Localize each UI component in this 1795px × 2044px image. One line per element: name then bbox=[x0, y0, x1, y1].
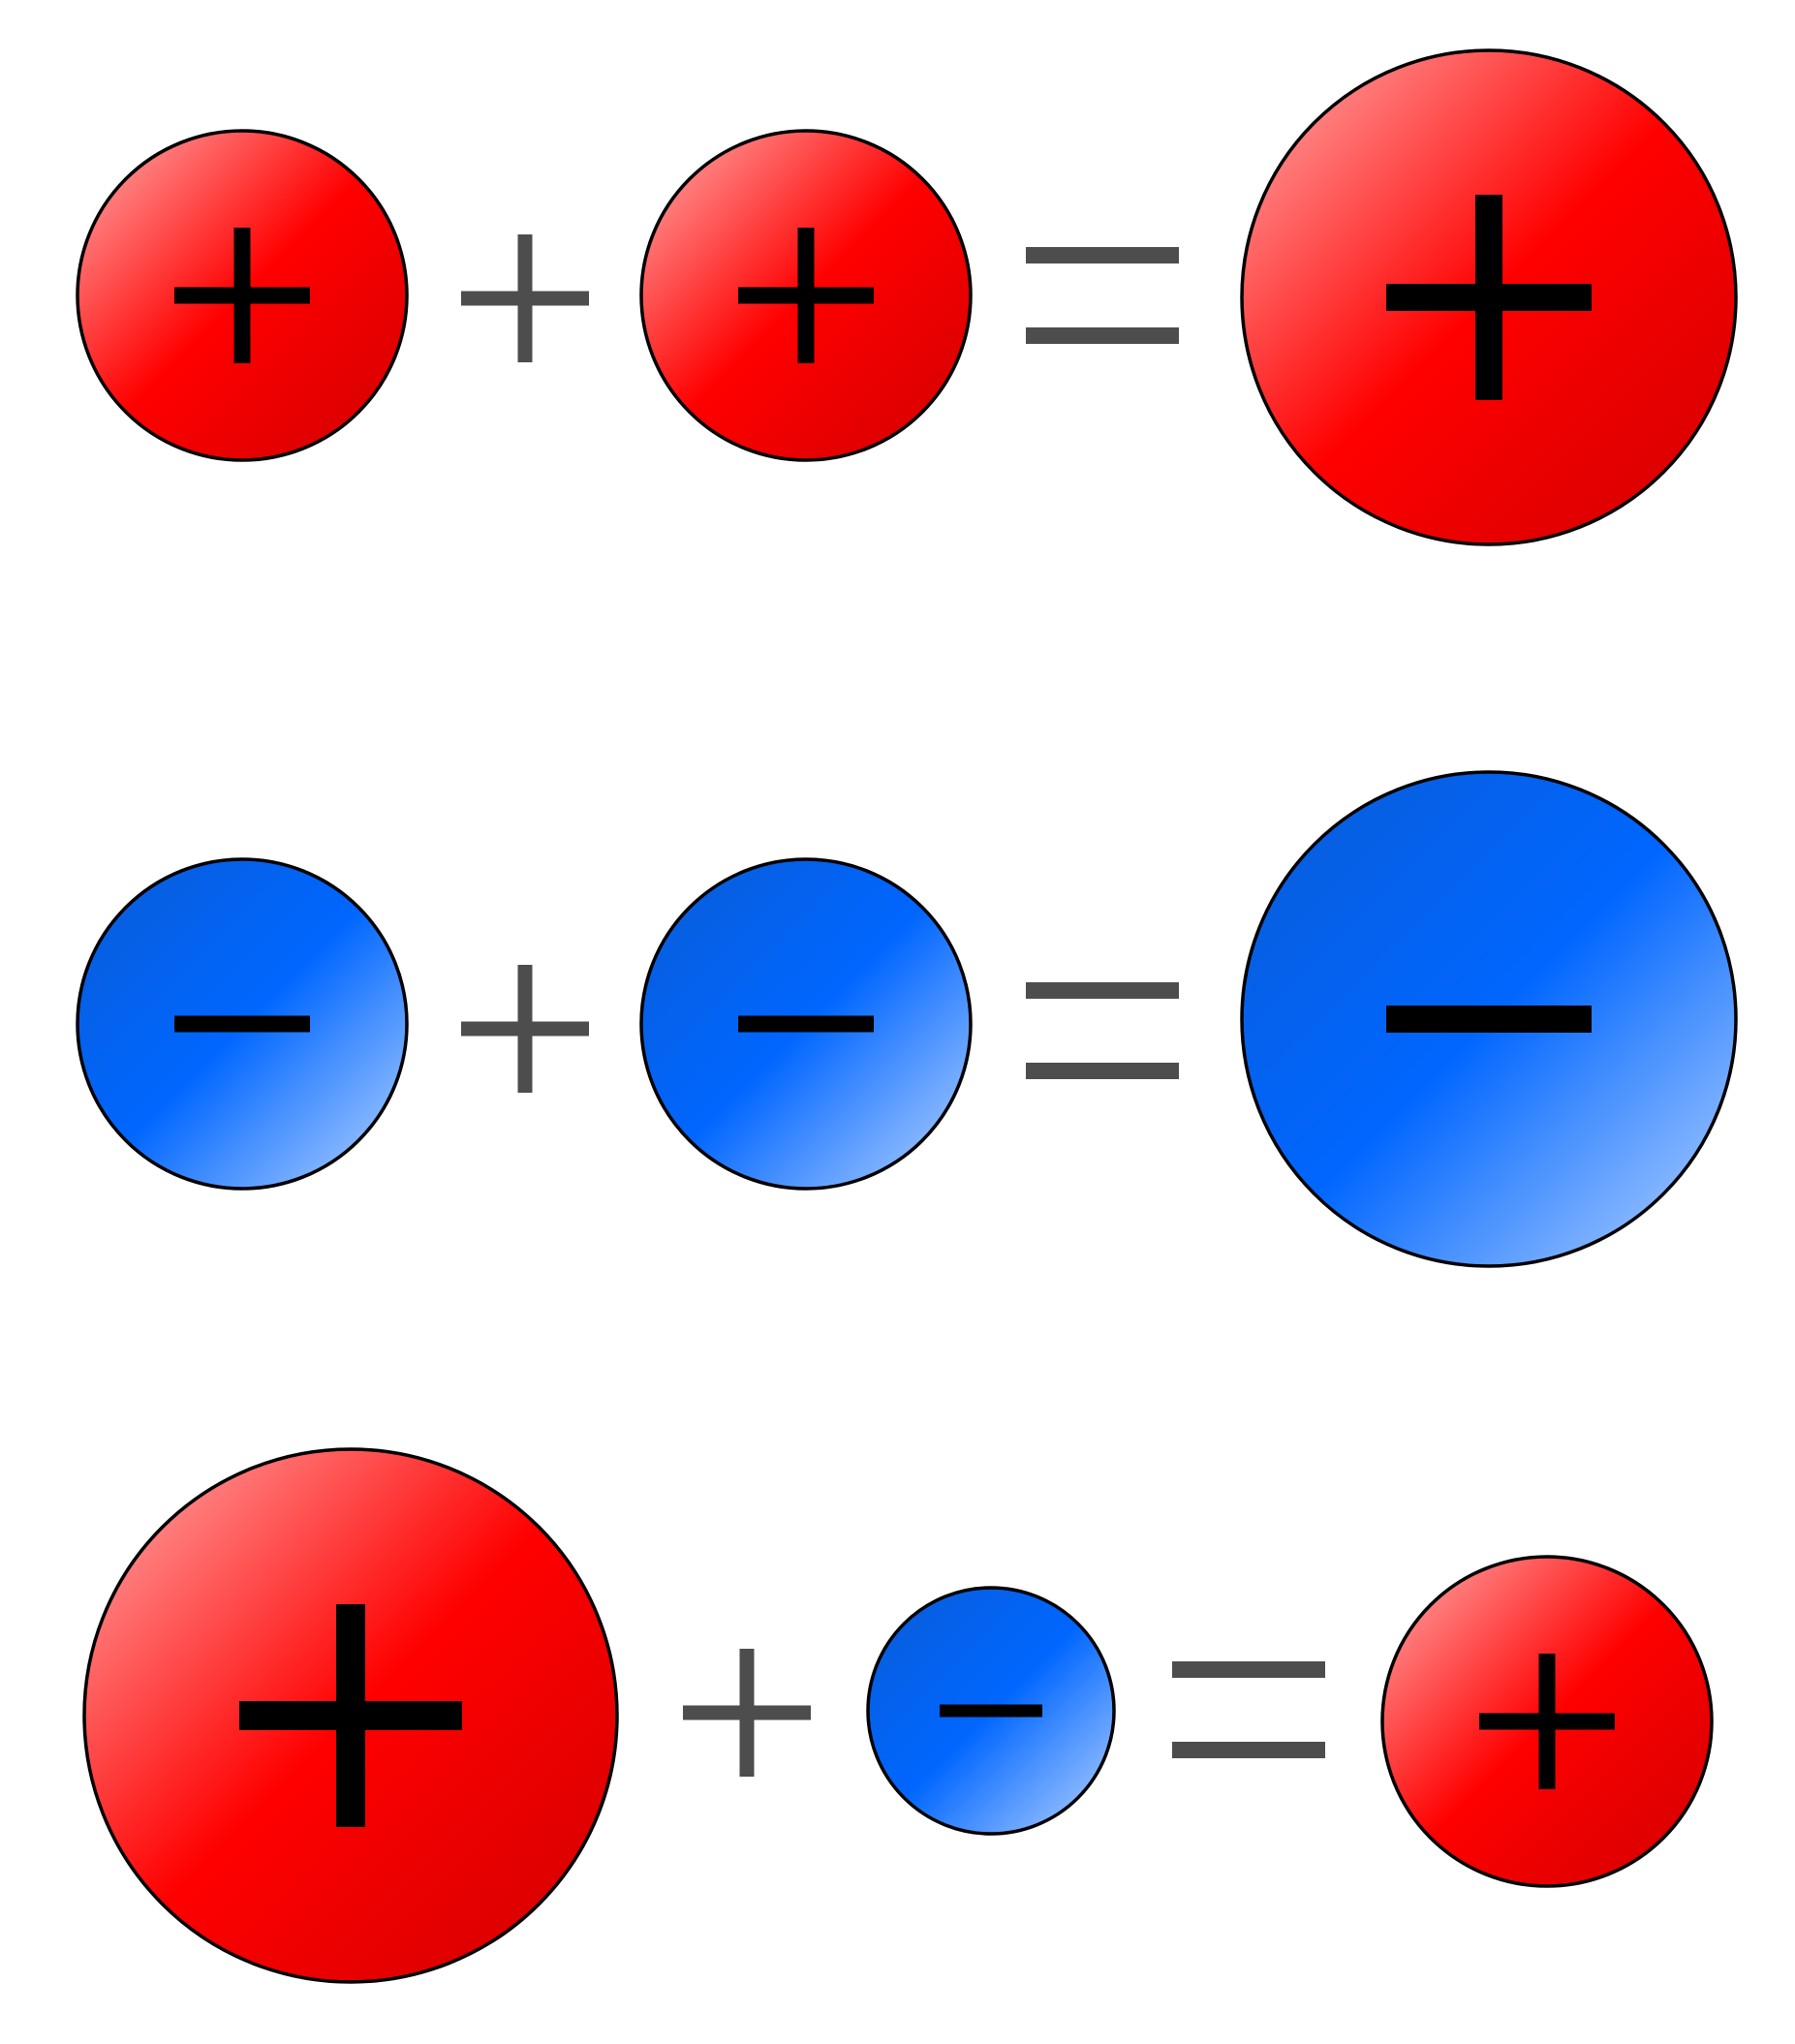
plus-sign-vertical-bar bbox=[336, 1604, 365, 1827]
plus-operator-icon bbox=[461, 965, 589, 1093]
equals-operator-icon bbox=[1172, 1661, 1325, 1758]
plus-sign-vertical-bar bbox=[1538, 1654, 1556, 1789]
equation-large-positive-plus-small-negative bbox=[82, 1447, 1714, 1984]
positive-charge-icon bbox=[82, 1447, 619, 1984]
minus-sign-horizontal-bar bbox=[738, 1015, 874, 1033]
negative-charge-icon bbox=[76, 857, 409, 1191]
minus-sign-horizontal-bar bbox=[940, 1704, 1042, 1718]
equation-negative-plus-negative bbox=[76, 770, 1738, 1268]
negative-charge-icon bbox=[639, 857, 973, 1191]
plus-sign-vertical-bar bbox=[1475, 195, 1502, 400]
positive-charge-icon bbox=[1380, 1555, 1714, 1888]
equation-positive-plus-positive bbox=[76, 48, 1738, 546]
negative-charge-icon bbox=[866, 1586, 1116, 1836]
positive-charge-icon bbox=[1240, 48, 1738, 546]
plus-sign-vertical-bar bbox=[233, 228, 251, 363]
plus-operator-icon bbox=[683, 1649, 811, 1777]
positive-charge-icon bbox=[76, 129, 409, 462]
negative-charge-icon bbox=[1240, 770, 1738, 1268]
plus-operator-icon bbox=[461, 234, 589, 362]
positive-charge-icon bbox=[639, 129, 973, 462]
plus-sign-vertical-bar bbox=[797, 228, 815, 363]
equals-operator-icon bbox=[1026, 247, 1179, 344]
equals-operator-icon bbox=[1026, 982, 1179, 1079]
minus-sign-horizontal-bar bbox=[1386, 1006, 1592, 1033]
minus-sign-horizontal-bar bbox=[174, 1015, 310, 1033]
